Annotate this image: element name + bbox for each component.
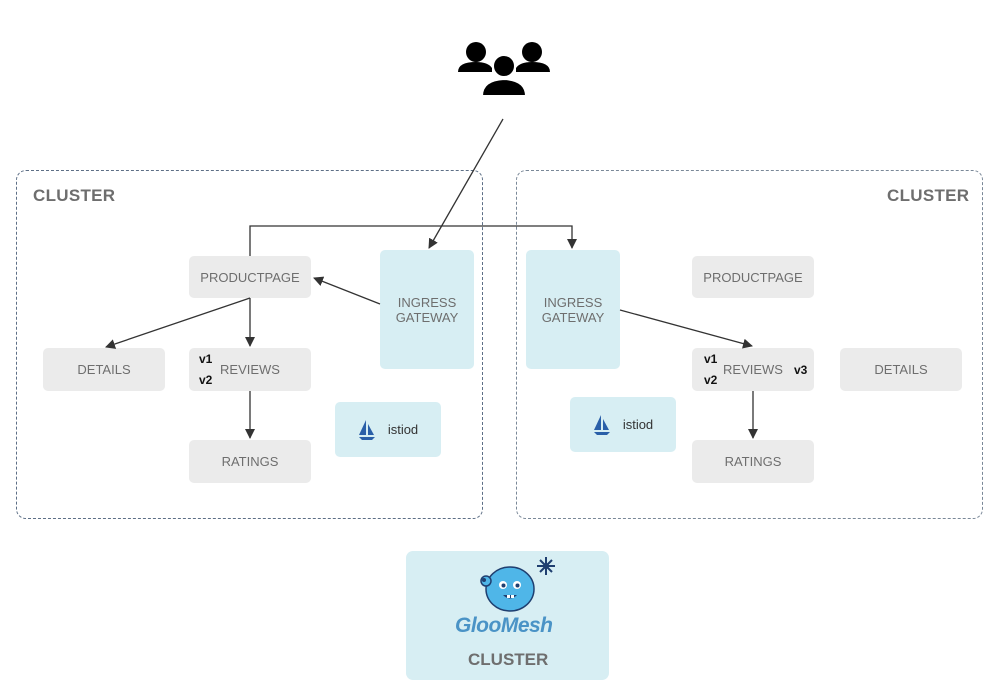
right-details-label: DETAILS — [874, 362, 928, 377]
left-ratings: RATINGS — [189, 440, 311, 483]
left-details: DETAILS — [43, 348, 165, 391]
right-istiod-label: istiod — [622, 417, 654, 432]
istio-sail-icon — [593, 414, 610, 435]
left-istiod-label: istiod — [387, 422, 419, 437]
right-ratings-label: RATINGS — [724, 454, 782, 469]
left-ingress-gateway: INGRESS GATEWAY — [380, 250, 474, 369]
gloo-cluster-label: CLUSTER — [468, 650, 549, 669]
gloo-mesh-mascot-icon — [480, 557, 555, 612]
left-reviews-version: v2 — [199, 373, 213, 387]
right-ingress-label: INGRESS GATEWAY — [541, 294, 605, 325]
arrow-ingress-to-productpage — [313, 276, 381, 305]
left-reviews-label: REVIEWS — [220, 362, 280, 377]
right-reviews: REVIEWS — [692, 348, 814, 391]
right-cluster — [516, 170, 983, 519]
left-details-label: DETAILS — [77, 362, 131, 377]
right-ratings: RATINGS — [692, 440, 814, 483]
left-ingress-label: INGRESS GATEWAY — [395, 294, 459, 325]
right-istiod: istiod — [570, 397, 676, 452]
istio-sail-icon — [358, 419, 375, 440]
gloo-mesh-logo-text: GlooMesh — [455, 614, 553, 637]
right-cluster-title: CLUSTER — [887, 186, 970, 205]
left-reviews-version: v1 — [199, 352, 213, 366]
left-istiod: istiod — [335, 402, 441, 457]
right-reviews-version: v1 — [704, 352, 718, 366]
left-productpage-label: PRODUCTPAGE — [200, 269, 300, 285]
right-details: DETAILS — [840, 348, 962, 391]
arrow-remote-ingress-to-reviews — [619, 309, 753, 349]
right-reviews-version: v3 — [794, 363, 808, 377]
right-reviews-label: REVIEWS — [723, 362, 783, 377]
right-productpage: PRODUCTPAGE — [692, 256, 814, 298]
left-cluster-title: CLUSTER — [33, 186, 116, 205]
arrow-users-to-ingress — [428, 118, 504, 249]
arrow-productpage-to-details — [105, 297, 251, 349]
right-reviews-version: v2 — [704, 373, 718, 387]
right-ingress-gateway: INGRESS GATEWAY — [526, 250, 620, 369]
users-group-icon — [458, 42, 550, 97]
left-reviews: REVIEWS — [189, 348, 311, 391]
arrow-productpage-to-remote-ingress — [249, 225, 577, 256]
left-cluster — [16, 170, 483, 519]
left-productpage: PRODUCTPAGE — [189, 256, 311, 298]
right-productpage-label: PRODUCTPAGE — [703, 269, 803, 285]
left-ratings-label: RATINGS — [221, 454, 279, 469]
